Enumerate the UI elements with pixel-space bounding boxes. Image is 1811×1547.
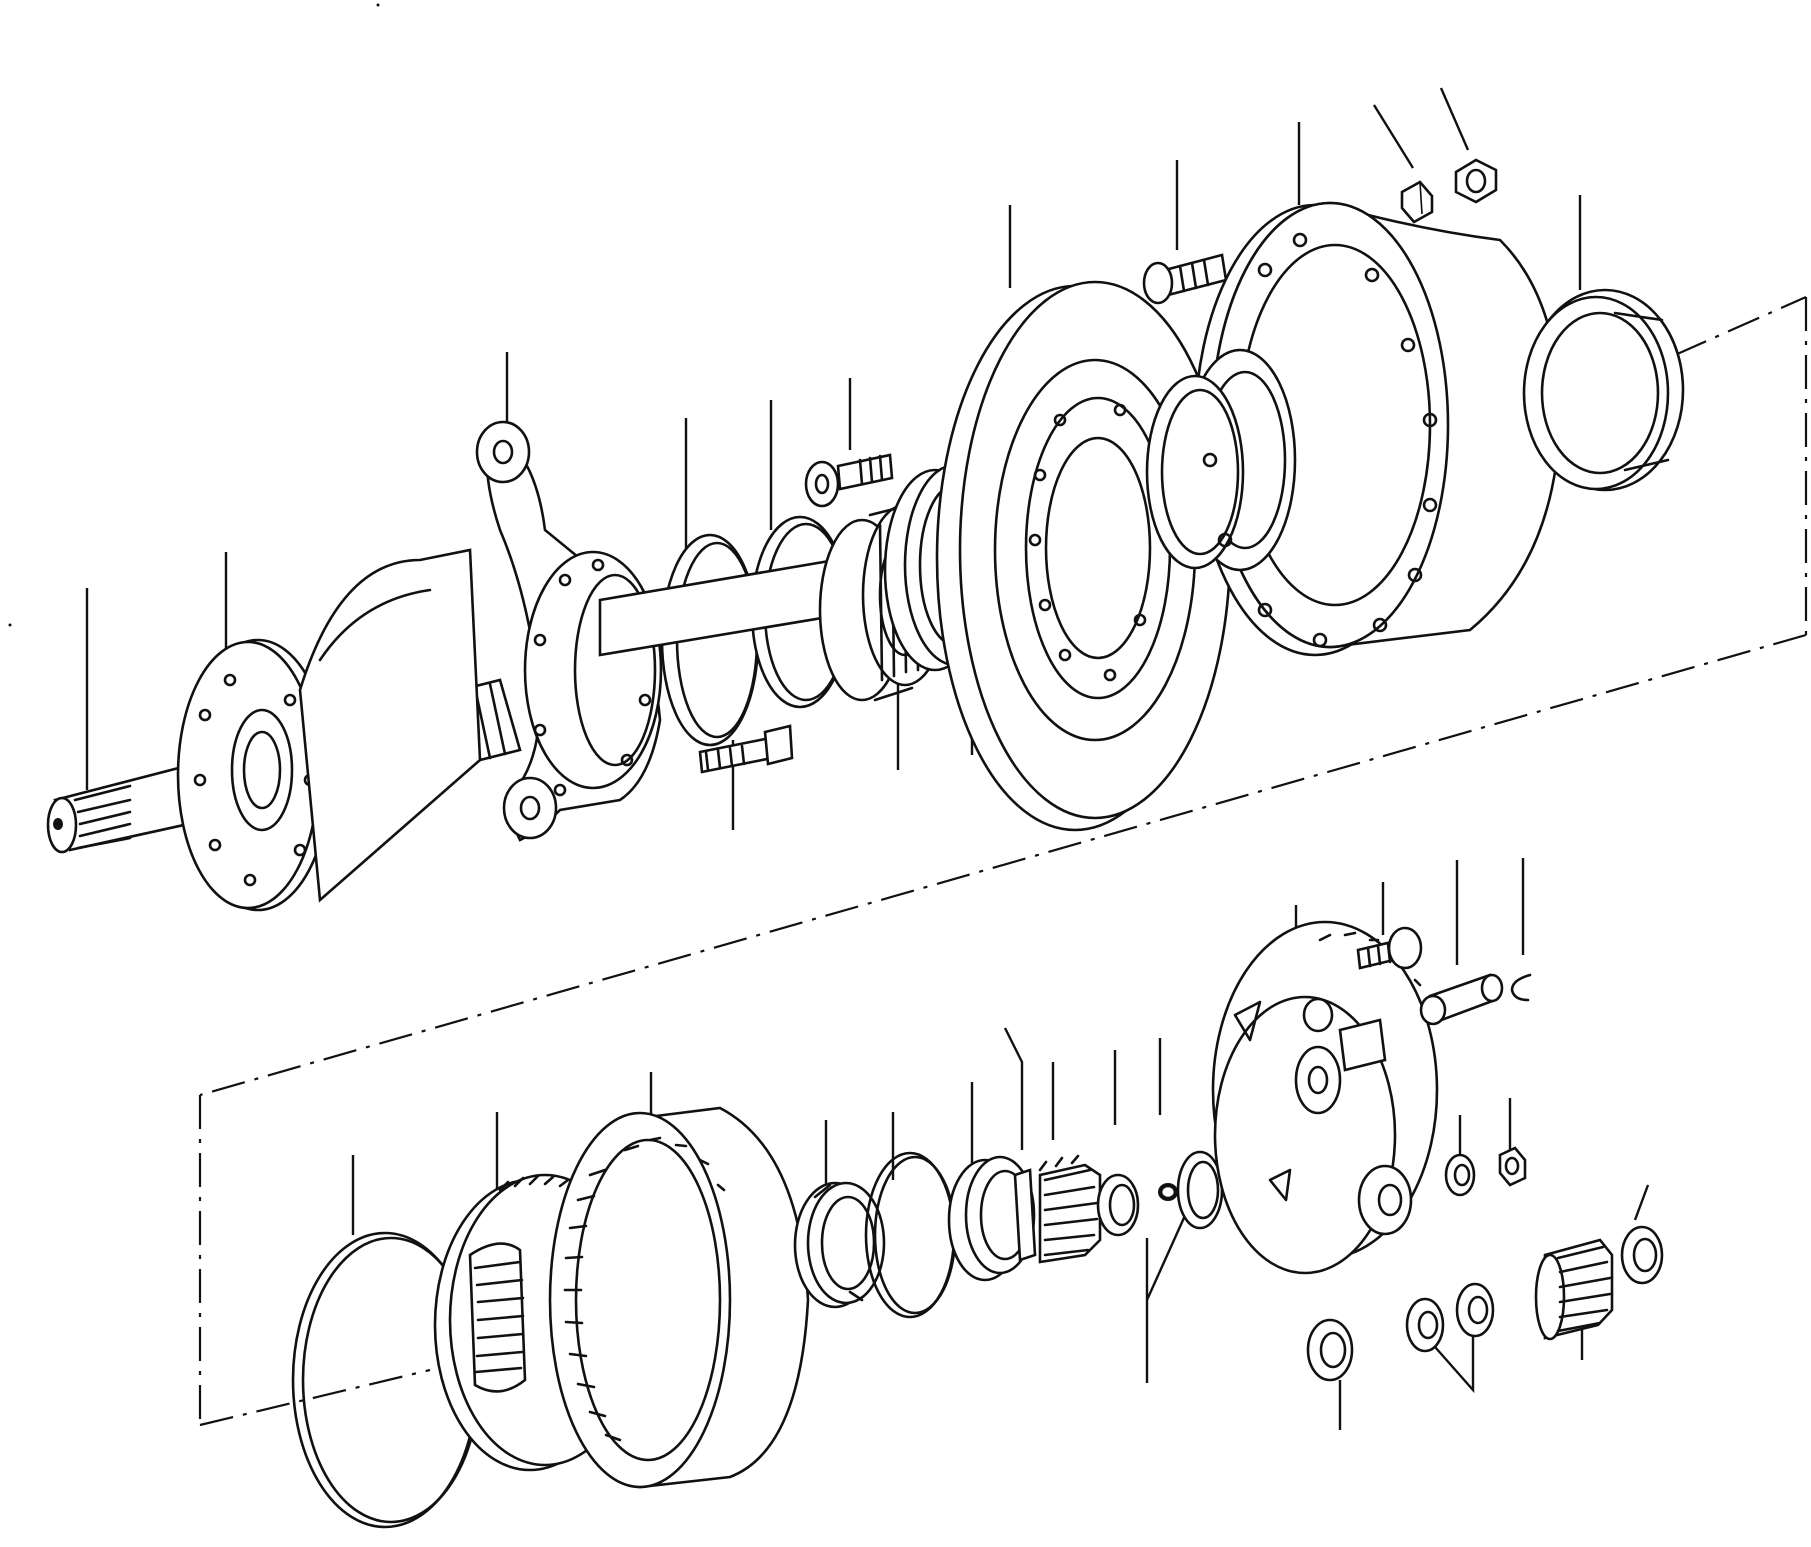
planet-washer-b — [1620, 1225, 1664, 1285]
carrier-bolt — [1356, 926, 1423, 970]
carrier-washer — [1444, 1153, 1476, 1197]
planet-pin — [1419, 973, 1504, 1026]
speck — [376, 3, 380, 7]
leader-planet-washer-b — [1633, 1184, 1650, 1221]
leader-lower-pair — [1145, 1199, 1194, 1383]
planet-washer-a — [1306, 1318, 1354, 1382]
spacer — [1096, 1173, 1140, 1237]
bolt — [804, 453, 894, 508]
pin-clip — [1510, 973, 1532, 1002]
needle-rollers — [1405, 1282, 1495, 1353]
lock-ring — [793, 1181, 886, 1309]
outer-bearing — [1522, 288, 1685, 492]
brake-disc — [935, 280, 1232, 832]
knuckle-bolt — [698, 724, 794, 774]
leader-sun-gear — [1003, 1027, 1024, 1150]
upper-assembly — [46, 158, 1685, 912]
nut — [1454, 158, 1498, 204]
planet-carrier — [1211, 920, 1439, 1275]
upper-center-line — [1674, 295, 1807, 357]
sun-gear-bushing — [947, 1155, 1037, 1282]
planet-gear — [1534, 1238, 1614, 1341]
lower-center-line — [199, 1368, 431, 1427]
leader-washer — [1372, 104, 1415, 169]
shaft-flange — [176, 548, 482, 912]
leader-needles — [1419, 1320, 1475, 1394]
ring-gear — [548, 1106, 810, 1489]
diagonal-frame-line — [199, 633, 1807, 1097]
lower-assembly — [291, 920, 1664, 1529]
wheel-hub — [1145, 201, 1562, 657]
sun-gear — [1038, 1154, 1102, 1264]
speck — [8, 623, 12, 627]
wheel-stud — [1142, 253, 1228, 305]
washer — [1400, 180, 1434, 224]
leader-nut — [1439, 87, 1470, 151]
center-lines — [198, 295, 1808, 1427]
carrier-nut — [1498, 1146, 1527, 1187]
thrust-washer — [1176, 1150, 1224, 1230]
